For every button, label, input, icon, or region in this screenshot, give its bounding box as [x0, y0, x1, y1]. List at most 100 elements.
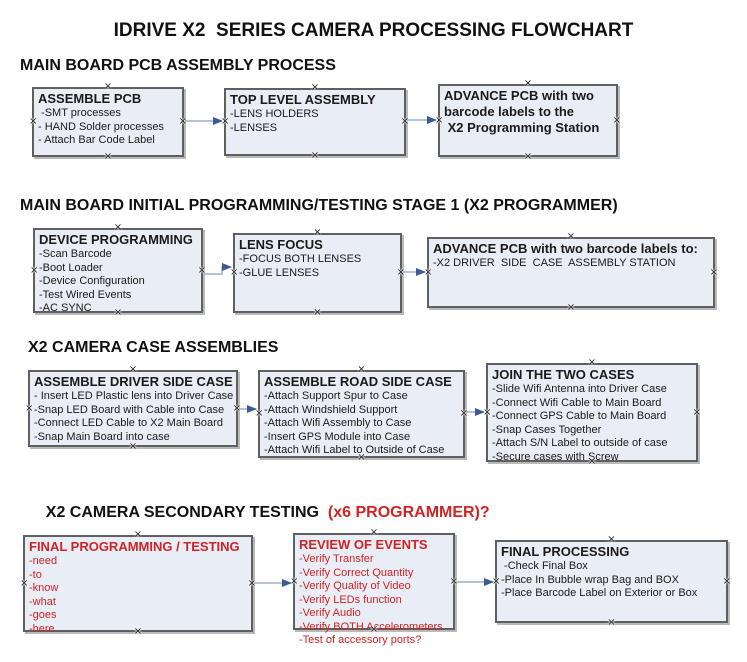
box-line: -know — [29, 582, 59, 594]
connection-point-marker: × — [25, 402, 34, 414]
connection-point-marker: × — [232, 402, 241, 414]
section-heading-initial-programming: MAIN BOARD INITIAL PROGRAMMING/TESTING S… — [20, 197, 618, 214]
connection-point-marker: × — [128, 441, 138, 452]
box-line: -Attach Support Spur to Case — [264, 390, 408, 402]
box-title: JOIN THE TWO CASES — [492, 367, 635, 382]
connection-point-marker: × — [103, 81, 113, 92]
box-line: -AC SYNC — [39, 302, 92, 314]
page-title: IDRIVE X2 SERIES CAMERA PROCESSING FLOWC… — [113, 20, 634, 41]
box-line: -Snap Main Board into case — [34, 430, 170, 443]
box-device-programming: DEVICE PROGRAMMING -Scan Barcode-Boot Lo… — [30, 223, 206, 318]
box-lines: - Insert LED Plastic lens into Driver Ca… — [34, 390, 234, 444]
box-lines: -Verify Transfer-Verify Correct Quantity… — [299, 553, 449, 648]
box-final-programming-testing: FINAL PROGRAMMING / TESTING -need-to-kno… — [20, 530, 256, 637]
box-lines: -Check Final Box-Place In Bubble wrap Ba… — [501, 560, 722, 601]
section-heading-red-part: (x6 PROGRAMMER)? — [323, 504, 490, 521]
connection-point-marker: × — [607, 617, 616, 628]
connection-point-marker: × — [113, 222, 123, 233]
box-top-level-assembly: TOP LEVEL ASSEMBLY -LENS HOLDERS-LENSES … — [221, 83, 409, 161]
box-line: -Verify Audio — [299, 607, 361, 619]
box-lines: -need-to-know-what-goes-here — [29, 555, 247, 636]
connection-point-marker: × — [357, 364, 366, 375]
box-advance-pcb-driver-side-station: ADVANCE PCB with two barcode labels to: … — [424, 232, 718, 313]
connection-point-marker: × — [396, 267, 405, 278]
connection-point-marker: × — [178, 116, 187, 127]
connection-point-marker: × — [435, 114, 444, 126]
box-lines: -FOCUS BOTH LENSES-GLUE LENSES — [239, 253, 396, 280]
connection-point-marker: × — [607, 534, 616, 545]
box-line: -Check Final Box — [501, 560, 588, 572]
box-line: -Snap Cases Together — [492, 423, 602, 436]
connection-point-marker: × — [221, 116, 230, 127]
box-line: -Test of accessory ports? — [299, 634, 422, 646]
connection-point-marker: × — [400, 116, 409, 127]
connection-point-marker: × — [424, 266, 433, 278]
box-line: -Insert GPS Module into Case — [264, 430, 411, 443]
box-lines: -Attach Support Spur to Case-Attach Wind… — [264, 390, 459, 458]
box-lines: -Slide Wifi Antenna into Driver Case-Con… — [492, 383, 692, 464]
connection-point-marker: × — [103, 151, 113, 162]
connection-point-marker: × — [197, 264, 206, 276]
box-title: ASSEMBLE DRIVER SIDE CASE — [34, 374, 233, 389]
box-line: -Attach Windshield Support — [264, 403, 398, 416]
box-title: ADVANCE PCB with two barcode labels to t… — [444, 88, 600, 135]
box-title: ADVANCE PCB with two barcode labels to: — [433, 241, 698, 256]
box-title: ASSEMBLE ROAD SIDE CASE — [264, 374, 452, 389]
box-title: TOP LEVEL ASSEMBLY — [230, 92, 376, 107]
connection-point-marker: × — [310, 150, 320, 161]
box-line: -X2 DRIVER SIDE CASE ASSEMBLY STATION — [433, 257, 676, 269]
box-title: REVIEW OF EVENTS — [299, 537, 428, 552]
connection-point-marker: × — [30, 264, 39, 276]
connection-point-marker: × — [247, 577, 256, 589]
connection-point-marker: × — [709, 266, 718, 278]
connection-point-marker: × — [20, 577, 29, 589]
box-title: FINAL PROCESSING — [501, 544, 630, 559]
box-line: -Verify Transfer — [299, 553, 374, 565]
box-line: -FOCUS BOTH LENSES — [239, 253, 362, 265]
box-line: - HAND Solder processes — [38, 120, 164, 133]
connection-point-marker: × — [449, 575, 458, 587]
box-line: -Verify Correct Quantity — [299, 566, 414, 579]
box-title: ASSEMBLE PCB — [38, 91, 142, 106]
box-lines: -Scan Barcode-Boot Loader-Device Configu… — [39, 248, 197, 316]
box-lines: -LENS HOLDERS-LENSES — [230, 108, 400, 135]
box-lines: -X2 DRIVER SIDE CASE ASSEMBLY STATION — [433, 257, 709, 271]
box-line: -Attach Wifi Assembly to Case — [264, 417, 412, 429]
box-lens-focus: LENS FOCUS -FOCUS BOTH LENSES-GLUE LENSE… — [230, 228, 405, 318]
box-line: -Attach S/N Label to outside of case — [492, 437, 668, 449]
connector-device-to-lensfocus — [204, 263, 232, 275]
box-line: -Connect Wifi Cable to Main Board — [492, 396, 662, 409]
box-title: LENS FOCUS — [239, 237, 323, 252]
box-line: -Verify LEDs function — [299, 593, 402, 606]
box-line: -GLUE LENSES — [239, 266, 320, 279]
connection-point-marker: × — [566, 302, 576, 313]
box-line: -Connect LED Cable to X2 Main Board — [34, 417, 223, 429]
box-line: -Scan Barcode — [39, 248, 112, 260]
box-line: - Insert LED Plastic lens into Driver Ca… — [34, 390, 234, 402]
connection-point-marker: × — [255, 408, 264, 419]
box-title: FINAL PROGRAMMING / TESTING — [29, 539, 240, 554]
box-line: -Snap LED Board with Cable into Case — [34, 403, 225, 416]
section-heading-case-assemblies: X2 CAMERA CASE ASSEMBLIES — [28, 339, 279, 356]
box-lines: -SMT processes- HAND Solder processes- A… — [38, 107, 178, 148]
box-line: -need — [29, 555, 58, 567]
box-title: DEVICE PROGRAMMING — [39, 232, 193, 247]
box-line: -Secure cases with Screw — [492, 450, 619, 463]
box-line: - Attach Bar Code Label — [38, 134, 155, 146]
connection-point-marker: × — [523, 151, 533, 162]
connection-point-marker: × — [313, 307, 322, 318]
connection-point-marker: × — [310, 82, 320, 93]
box-line: -what — [29, 595, 56, 608]
connection-point-marker: × — [692, 406, 701, 418]
box-line: -Boot Loader — [39, 261, 103, 274]
connection-point-marker: × — [492, 575, 501, 587]
box-line: -Test Wired Events — [39, 288, 132, 301]
box-assemble-driver-side-case: ASSEMBLE DRIVER SIDE CASE - Insert LED P… — [25, 365, 241, 452]
box-line: -goes — [29, 609, 57, 621]
box-final-processing: FINAL PROCESSING -Check Final Box-Place … — [492, 535, 731, 628]
connection-point-marker: × — [483, 406, 492, 418]
box-line: -Connect GPS Cable to Main Board — [492, 410, 667, 422]
box-advance-pcb-programming-station: ADVANCE PCB with two barcode labels to t… — [435, 79, 621, 162]
box-line: -to — [29, 568, 42, 581]
